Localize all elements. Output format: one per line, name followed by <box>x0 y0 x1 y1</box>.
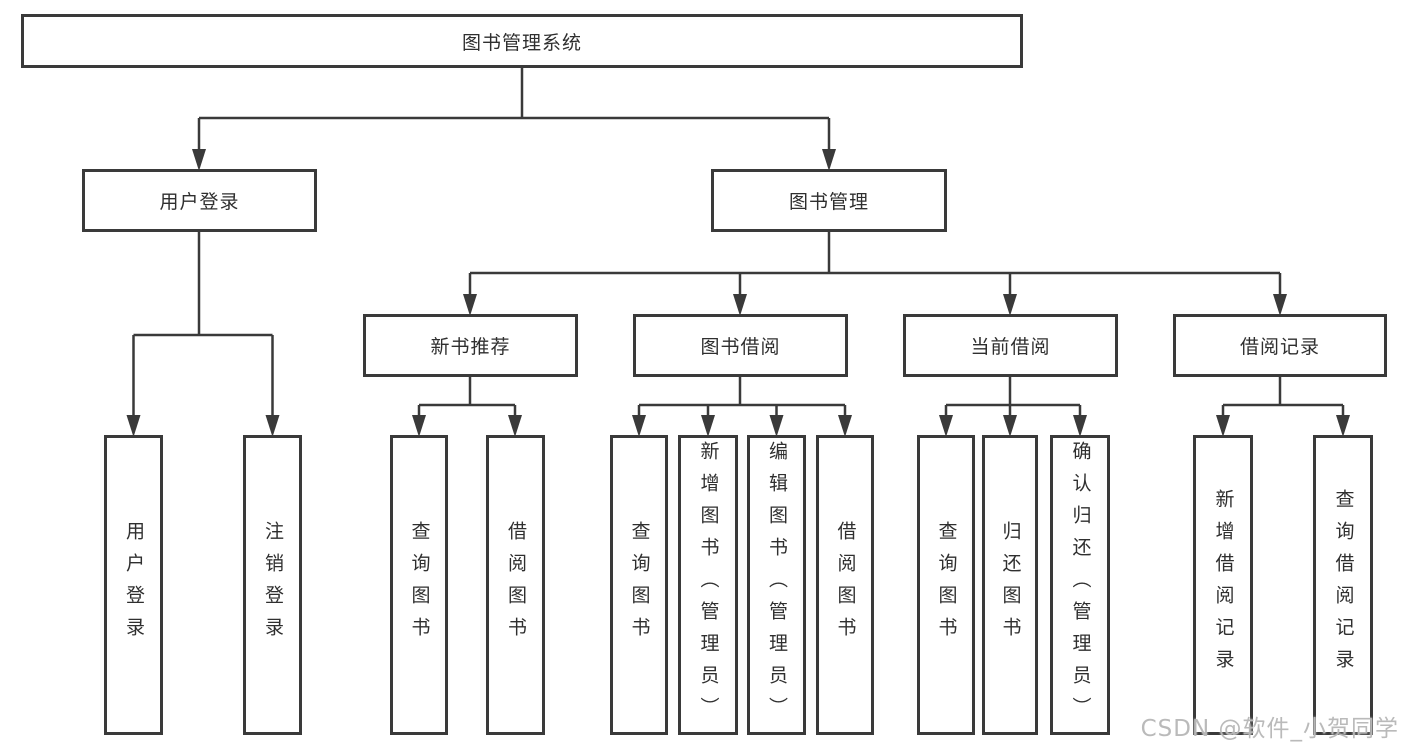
arrow-down-icon <box>126 415 141 437</box>
node-label: 新增借阅记录 <box>1212 489 1235 681</box>
node-label: 查询借阅记录 <box>1332 489 1355 681</box>
arrow-down-icon <box>192 149 206 171</box>
arrow-down-icon <box>838 415 852 437</box>
node-label: 查询图书 <box>935 521 958 649</box>
leaf-borrow-add-admin: 新增图书（管理员） <box>678 435 738 735</box>
arrow-down-icon <box>939 415 953 437</box>
node-label: 图书管理 <box>788 191 869 213</box>
arrow-down-icon <box>769 415 784 437</box>
connector-userlogin-to-leaves <box>126 232 280 437</box>
node-borrow-records: 借阅记录 <box>1173 314 1387 377</box>
leaf-current-query: 查询图书 <box>917 435 975 735</box>
leaf-records-add: 新增借阅记录 <box>1193 435 1253 735</box>
connector-borrowrecords-to-leaves <box>1216 377 1350 437</box>
node-new-book-recommend: 新书推荐 <box>363 314 578 377</box>
node-label: 用户登录 <box>123 521 145 649</box>
leaf-records-query: 查询借阅记录 <box>1313 435 1373 735</box>
node-label: 当前借阅 <box>970 336 1051 358</box>
connector-newbooks-to-leaves <box>412 377 522 437</box>
node-label: 查询图书 <box>628 521 651 649</box>
node-book-borrow: 图书借阅 <box>633 314 848 377</box>
node-book-management: 图书管理 <box>711 169 947 232</box>
arrow-down-icon <box>632 415 646 437</box>
node-label: 确认归还（管理员） <box>1069 441 1092 729</box>
leaf-current-return: 归还图书 <box>982 435 1038 735</box>
csdn-watermark: CSDN @软件_小贺同学 <box>1140 716 1399 742</box>
arrow-down-icon <box>265 415 280 437</box>
leaf-newbooks-borrow: 借阅图书 <box>486 435 545 735</box>
node-label: 图书借阅 <box>700 336 781 358</box>
connector-bookborrow-to-leaves <box>632 377 852 437</box>
node-label: 查询图书 <box>408 521 431 649</box>
arrow-down-icon <box>1273 294 1287 316</box>
leaf-borrow-borrow: 借阅图书 <box>816 435 874 735</box>
leaf-newbooks-query: 查询图书 <box>390 435 448 735</box>
arrow-down-icon <box>412 415 426 437</box>
node-user-login: 用户登录 <box>82 169 317 232</box>
connector-root-to-level2 <box>192 68 836 171</box>
node-label: 借阅图书 <box>505 521 527 649</box>
arrow-down-icon <box>1336 415 1350 437</box>
arrow-down-icon <box>701 415 715 437</box>
arrow-down-icon <box>733 294 747 316</box>
leaf-borrow-query: 查询图书 <box>610 435 668 735</box>
node-label: 用户登录 <box>159 191 240 213</box>
arrow-down-icon <box>508 415 522 437</box>
node-label: 新书推荐 <box>430 336 511 358</box>
leaf-user-login: 用户登录 <box>104 435 163 735</box>
node-label: 借阅图书 <box>834 521 857 649</box>
arrow-down-icon <box>1073 415 1087 437</box>
arrow-down-icon <box>822 149 836 171</box>
arrow-down-icon <box>1003 415 1017 437</box>
leaf-current-confirm-admin: 确认归还（管理员） <box>1050 435 1110 735</box>
connector-currentborrow-to-leaves <box>939 377 1087 437</box>
arrow-down-icon <box>463 294 477 316</box>
node-label: 注销登录 <box>262 521 284 649</box>
arrow-down-icon <box>1003 294 1017 316</box>
leaf-borrow-edit-admin: 编辑图书（管理员） <box>747 435 806 735</box>
node-label: 借阅记录 <box>1239 336 1320 358</box>
node-current-borrow: 当前借阅 <box>903 314 1118 377</box>
node-label: 归还图书 <box>999 521 1022 649</box>
node-label: 编辑图书（管理员） <box>766 441 788 729</box>
node-label: 图书管理系统 <box>461 31 582 54</box>
arrow-down-icon <box>1216 415 1230 437</box>
leaf-logout: 注销登录 <box>243 435 302 735</box>
node-label: 新增图书（管理员） <box>697 441 720 729</box>
node-system-root: 图书管理系统 <box>21 14 1023 68</box>
connector-bookmgmt-to-level3 <box>463 232 1287 316</box>
